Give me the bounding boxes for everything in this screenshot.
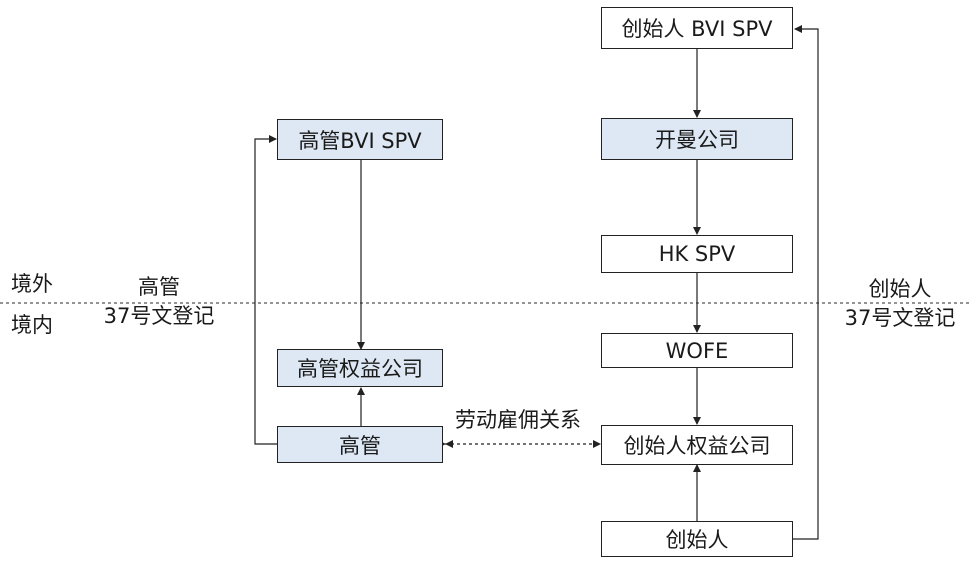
cayman-company-box: 开曼公司 (601, 118, 793, 160)
labor-relation-left-head (445, 440, 453, 448)
executive-box: 高管 (277, 426, 443, 463)
offshore-label: 境外 (11, 272, 53, 296)
founder-registration-line1: 创始人 (868, 277, 932, 301)
labor-relation-label: 劳动雇佣关系 (455, 408, 581, 432)
exec-equity-company-box: 高管权益公司 (277, 349, 443, 387)
founder-bvi-spv-box: 创始人 BVI SPV (601, 7, 793, 49)
founder-registration-line2: 37号文登记 (844, 306, 956, 330)
wofe-box: WOFE (601, 333, 793, 368)
founder-to-bvi-loop-arrow (793, 25, 819, 540)
exec-to-bvi-loop-arrow (254, 135, 277, 445)
founder-equity-company-box: 创始人权益公司 (601, 425, 793, 465)
hk-spv-box: HK SPV (601, 235, 793, 273)
exec-registration-line2: 37号文登记 (103, 304, 215, 328)
exec-bvi-spv-box: 高管BVI SPV (277, 119, 443, 160)
onshore-label: 境内 (11, 313, 53, 337)
exec-registration-line1: 高管 (138, 275, 180, 299)
founder-box: 创始人 (601, 521, 793, 557)
